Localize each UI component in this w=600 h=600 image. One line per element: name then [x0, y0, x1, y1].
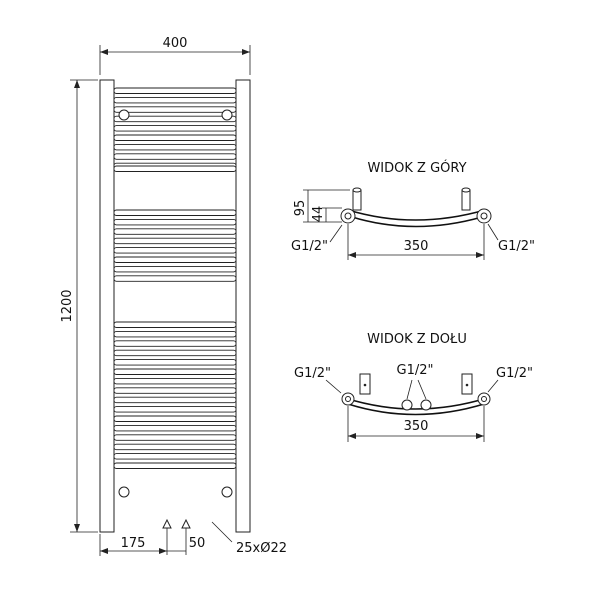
rung: [113, 330, 237, 338]
rung: [113, 396, 237, 404]
top-left-fitting-core: [344, 212, 352, 220]
bottom-center-thread-label: G1/2": [397, 363, 434, 378]
bottom-center-thread-leader-b: [417, 379, 427, 400]
rung: [113, 228, 237, 235]
top-span-arrow-left: [348, 252, 356, 258]
top-view: WIDOK Z GÓRY 95 44 G1/2" G1/2" 350: [291, 160, 535, 260]
rung: [113, 96, 237, 104]
rung: [113, 368, 237, 375]
width-label: 400: [163, 36, 188, 51]
rung: [113, 125, 237, 132]
rung: [113, 340, 237, 347]
height-arrow-bottom: [74, 524, 80, 532]
bottom-curve-inner: [347, 403, 485, 416]
bottom-right-thread-leader: [487, 379, 499, 393]
rung: [113, 143, 237, 151]
bottom-right-post-dot: [465, 383, 469, 387]
rung: [113, 275, 237, 282]
rung: [113, 265, 237, 273]
width-arrow-left: [100, 49, 108, 55]
depth-total-label: 95: [293, 200, 308, 217]
bottom-curve-outer: [344, 397, 488, 410]
width-arrow-right: [242, 49, 250, 55]
rung: [113, 377, 237, 385]
rung: [113, 153, 237, 160]
rung: [113, 209, 237, 216]
right-side-pipe: [235, 79, 251, 533]
top-right-thread-label: G1/2": [498, 239, 535, 254]
top-curve-outer: [347, 209, 486, 221]
rung: [113, 387, 237, 394]
bottom-right-fitting-core: [481, 396, 487, 402]
rung: [113, 115, 237, 123]
rung: [113, 424, 237, 432]
connector-right: [181, 518, 191, 529]
rung: [113, 462, 237, 469]
spacing-label: 50: [189, 536, 206, 551]
bottom-span-arrow-right: [476, 433, 484, 439]
height-arrow-top: [74, 80, 80, 88]
offset-arrow-right: [159, 548, 167, 554]
top-left-bracket: [118, 109, 130, 121]
top-right-wall-post: [461, 189, 471, 211]
tube-label: 25xØ22: [236, 541, 287, 556]
bottom-left-post-dot: [363, 383, 367, 387]
rung: [113, 443, 237, 451]
bottom-right-bracket: [221, 486, 233, 498]
rung: [113, 247, 237, 254]
rung: [113, 87, 237, 94]
top-view-title: WIDOK Z GÓRY: [367, 160, 466, 176]
top-left-thread-leader: [329, 224, 343, 243]
bottom-center-connector-right: [420, 399, 432, 411]
connector-left: [162, 518, 172, 529]
rung: [113, 359, 237, 366]
bottom-span-label: 350: [404, 419, 429, 434]
bottom-left-fitting-core: [345, 396, 351, 402]
bottom-left-bracket: [118, 486, 130, 498]
top-span-arrow-right: [476, 252, 484, 258]
rung: [113, 165, 237, 172]
rung: [113, 321, 237, 328]
bottom-center-thread-leader-a: [406, 379, 413, 400]
top-left-wall-post: [352, 189, 362, 211]
bottom-view-title: WIDOK Z DOŁU: [367, 332, 467, 347]
rung: [113, 434, 237, 441]
rung: [113, 218, 237, 226]
top-right-post-cap: [461, 187, 471, 193]
rung: [113, 134, 237, 141]
top-left-thread-label: G1/2": [291, 239, 328, 254]
rung: [113, 406, 237, 413]
bottom-span-arrow-left: [348, 433, 356, 439]
offset-label: 175: [121, 536, 146, 551]
top-right-thread-leader: [487, 223, 499, 241]
height-label: 1200: [60, 289, 75, 322]
offset-arrow-left: [100, 548, 108, 554]
top-right-fitting-core: [480, 212, 488, 220]
front-view: 400 1200 175 50 25xØ22: [60, 36, 287, 556]
bottom-left-thread-label: G1/2": [294, 366, 331, 381]
rung: [113, 256, 237, 263]
rung: [113, 106, 237, 113]
top-span-label: 350: [404, 239, 429, 254]
rung: [113, 453, 237, 460]
rung: [113, 237, 237, 245]
bottom-view: WIDOK Z DOŁU G1/2" G1/2" G1/2" 350: [294, 332, 533, 442]
tube-leader: [211, 521, 233, 543]
top-right-bracket: [221, 109, 233, 121]
rungs-group: [113, 87, 237, 469]
bottom-center-connector-left: [401, 399, 413, 411]
left-side-pipe: [99, 79, 115, 533]
bottom-right-thread-label: G1/2": [496, 366, 533, 381]
top-curve-inner: [351, 216, 483, 228]
bottom-left-thread-leader: [325, 379, 342, 394]
top-left-post-cap: [352, 187, 362, 193]
depth-inner-label: 44: [311, 206, 326, 223]
rung: [113, 349, 237, 357]
rung: [113, 415, 237, 422]
